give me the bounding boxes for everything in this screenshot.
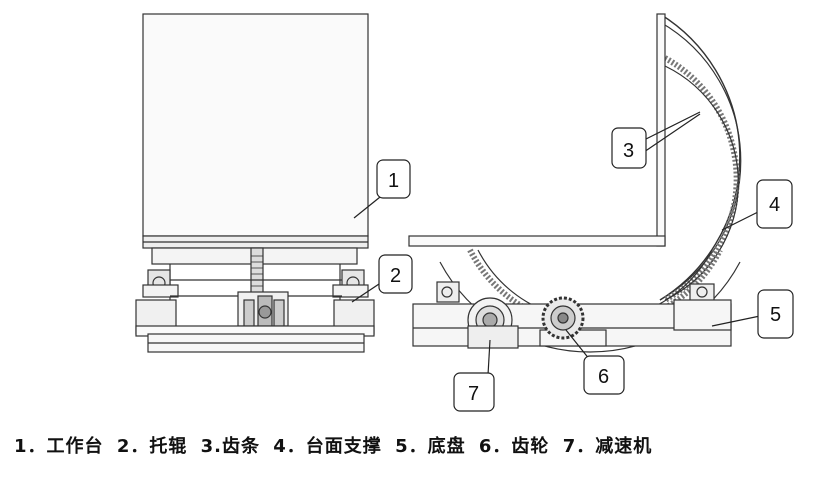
- callout-3: [611, 127, 647, 169]
- roller-right: [332, 269, 369, 298]
- callout-4: [756, 179, 793, 229]
- legend-item-rack: 3.齿条: [200, 436, 260, 457]
- gear-side: [541, 296, 585, 340]
- legend-item-table-support: 4．台面支撑: [273, 436, 382, 457]
- callout-5-label: 5: [770, 304, 781, 326]
- front-view: [135, 13, 375, 353]
- side-view: [408, 13, 742, 353]
- legend-item-gear: 6．齿轮: [478, 436, 550, 457]
- callout-7: [453, 372, 495, 412]
- callout-2-label: 2: [390, 265, 401, 287]
- callouts: [351, 111, 794, 412]
- legend-item-worktable: 1．工作台: [14, 436, 104, 457]
- callout-6: [583, 355, 625, 395]
- legend-item-reducer: 7．减速机: [562, 436, 653, 457]
- legend-item-base: 5．底盘: [395, 436, 466, 457]
- callout-3-label: 3: [623, 140, 634, 162]
- legend-item-roller: 2．托辊: [116, 436, 188, 457]
- callout-numbers: 1 2 3 4 5 6 7: [388, 140, 781, 405]
- callout-5: [757, 289, 794, 339]
- callout-1: [376, 159, 411, 199]
- callout-1-label: 1: [388, 170, 399, 192]
- callout-2: [378, 254, 413, 294]
- worktable-front: [142, 13, 369, 237]
- rack-arc: [663, 55, 740, 303]
- roller-left: [142, 269, 179, 298]
- callout-7-label: 7: [468, 383, 479, 405]
- callout-4-label: 4: [769, 194, 780, 216]
- callout-6-label: 6: [598, 366, 609, 388]
- reducer-side: [467, 297, 519, 349]
- gear-front: [237, 291, 289, 327]
- legend-caption: 1．工作台 2．托辊 3.齿条 4．台面支撑 5．底盘 6．齿轮 7．减速机: [14, 432, 804, 462]
- table-support-arc: [659, 13, 741, 301]
